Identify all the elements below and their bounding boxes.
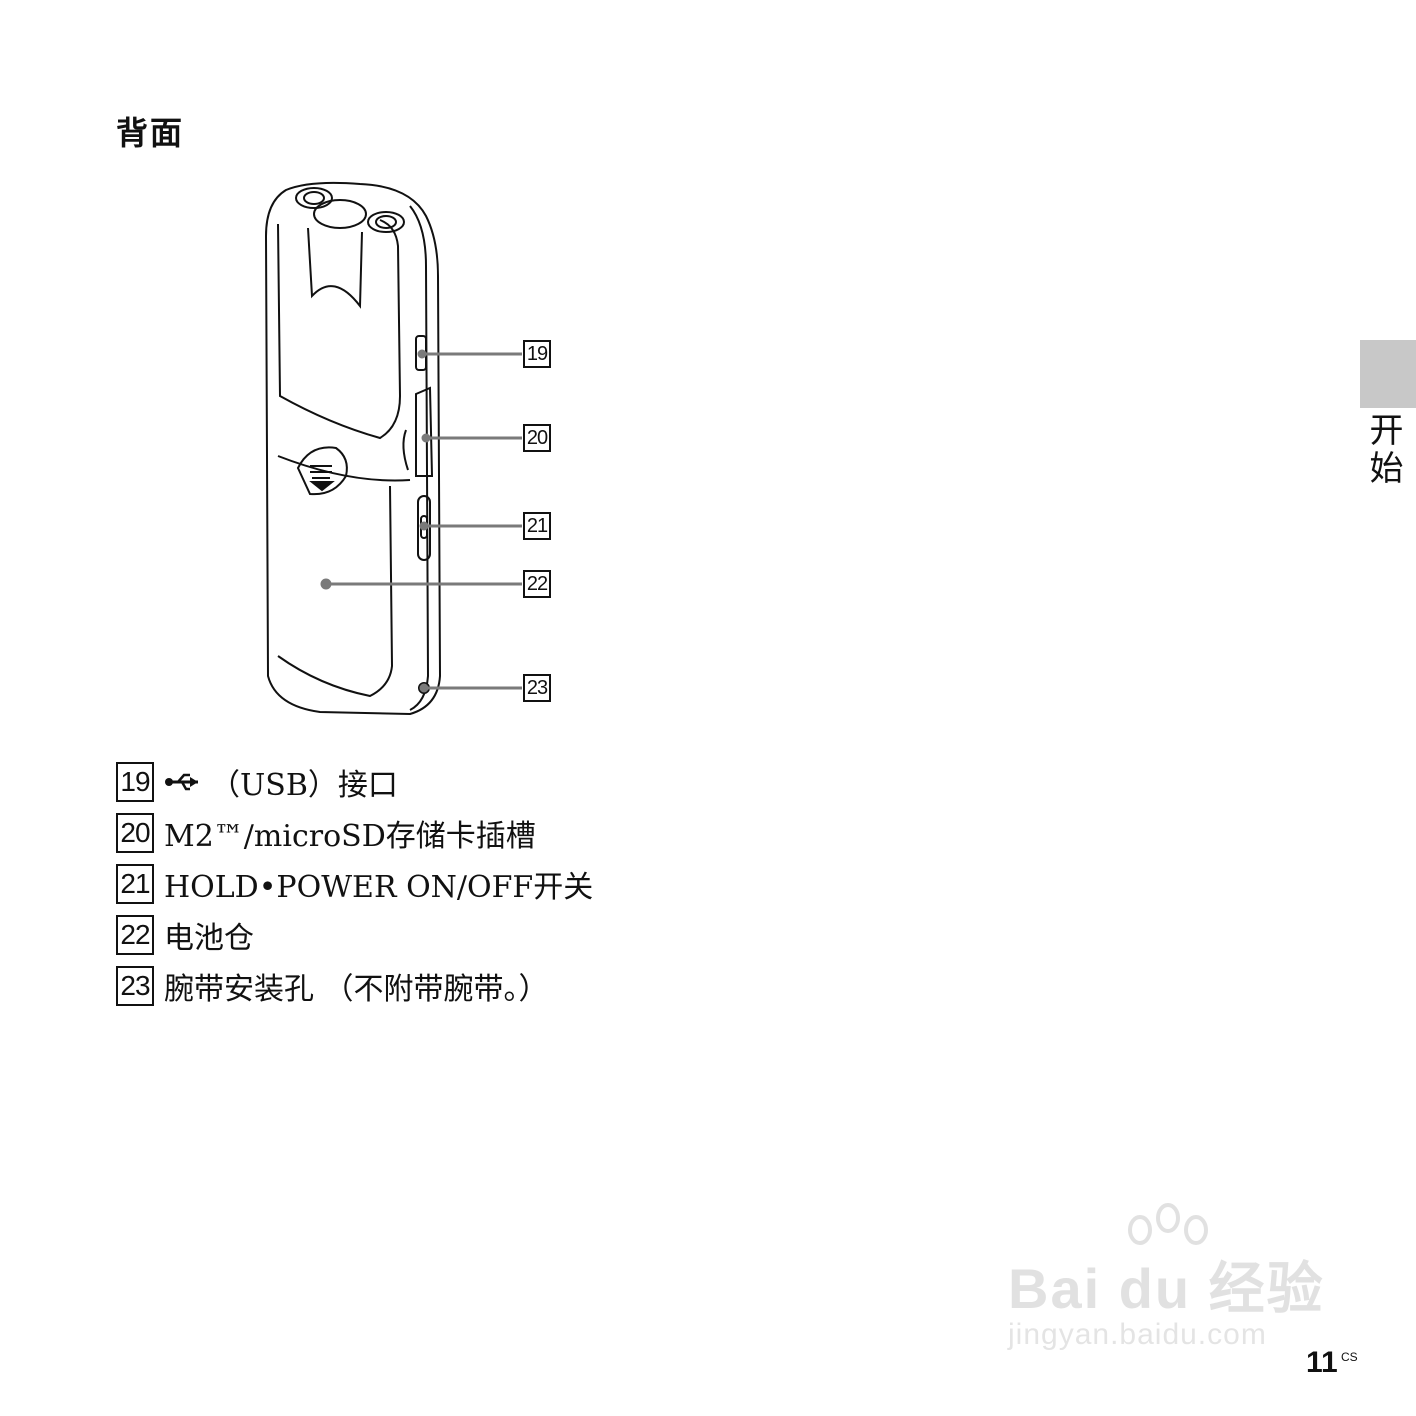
callout-23: 23 (523, 674, 551, 702)
item-number: 19 (116, 761, 154, 802)
device-back-illustration: 19 20 21 22 23 (250, 176, 570, 724)
list-item: 19 （USB）接口 (116, 756, 676, 807)
item-number: 23 (116, 965, 154, 1006)
callout-22: 22 (523, 570, 551, 598)
list-item: 21 HOLD•POWER ON/OFF开关 (116, 858, 676, 909)
list-item: 23 腕带安装孔 （不附带腕带。） (116, 960, 676, 1011)
page-suffix: CS (1341, 1350, 1358, 1364)
list-item: 20 M2™/microSD存储卡插槽 (116, 807, 676, 858)
item-text: 电池仓 (164, 920, 254, 956)
item-text: （USB）接口 (210, 767, 398, 803)
paw-logo-icon (1128, 1203, 1208, 1245)
callout-20: 20 (523, 424, 551, 452)
item-number: 21 (116, 863, 154, 904)
usb-icon (164, 770, 202, 794)
watermark-brand: Bai du 经验 (1008, 1257, 1325, 1320)
item-text: 腕带安装孔 （不附带腕带。） (164, 971, 549, 1007)
list-item: 22 电池仓 (116, 909, 676, 960)
recorder-drawing (264, 181, 522, 716)
page-number: 11 (1306, 1346, 1338, 1379)
side-tab-marker (1360, 340, 1416, 408)
item-number: 22 (116, 914, 154, 955)
side-tab-label: 开始 (1363, 412, 1403, 488)
item-text: M2™/microSD存储卡插槽 (164, 818, 536, 854)
section-heading: 背面 (116, 114, 185, 152)
callout-21: 21 (523, 512, 551, 540)
item-number: 20 (116, 812, 154, 853)
item-text: HOLD•POWER ON/OFF开关 (164, 869, 594, 905)
baidu-watermark: Bai du 经验 jingyan.baidu.com (1000, 1200, 1330, 1370)
parts-list: 19 （USB）接口 20 M2™/microSD存储卡插槽 21 HOLD•P… (116, 756, 676, 1011)
watermark-url: jingyan.baidu.com (1008, 1318, 1267, 1351)
callout-19: 19 (523, 340, 551, 368)
